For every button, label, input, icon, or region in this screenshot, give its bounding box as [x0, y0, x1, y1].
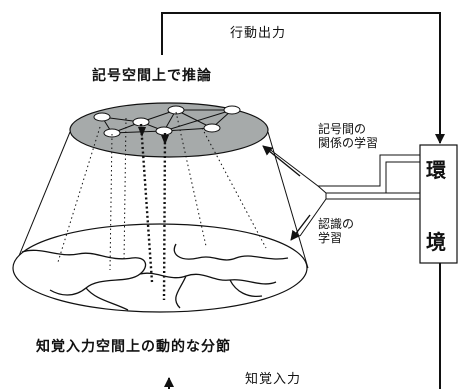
recognition-learning-label-1: 認識の [318, 217, 355, 231]
relation-learning-arrow [262, 145, 301, 177]
action-output-line [161, 12, 445, 144]
recognition-learning-arrow [290, 214, 311, 241]
projection-lines [57, 111, 267, 301]
cone-left-edge [13, 131, 71, 269]
symbol-node [167, 105, 185, 115]
dynamic-segmentation-label: 知覚入力空間上の動的な分節 [36, 339, 231, 355]
projection-arrowhead-2 [161, 135, 169, 145]
relation-learning-label-2: 関係の学習 [318, 136, 379, 150]
perceptual-input-disk [12, 223, 308, 313]
relation-learning-label-1: 記号間の [318, 122, 367, 136]
symbol-node [203, 123, 221, 133]
environment-box [419, 144, 458, 264]
perceptual-input-label: 知覚入力 [245, 372, 302, 387]
symbolic-reasoning-label: 記号空間上で推論 [92, 68, 212, 84]
symbol-node [103, 128, 121, 138]
projection-arrowhead-1 [138, 127, 146, 137]
action-output-label: 行動出力 [230, 26, 287, 41]
symbol-node [93, 112, 111, 122]
recognition-learning-label-2: 学習 [318, 231, 343, 245]
symbol-node [223, 105, 241, 115]
symbol-edge [111, 130, 165, 134]
learning-feedback-bracket [267, 147, 420, 237]
environment-char-1: 環 [426, 158, 446, 182]
symbol-edge [163, 109, 233, 132]
environment-char-2: 境 [426, 230, 446, 254]
